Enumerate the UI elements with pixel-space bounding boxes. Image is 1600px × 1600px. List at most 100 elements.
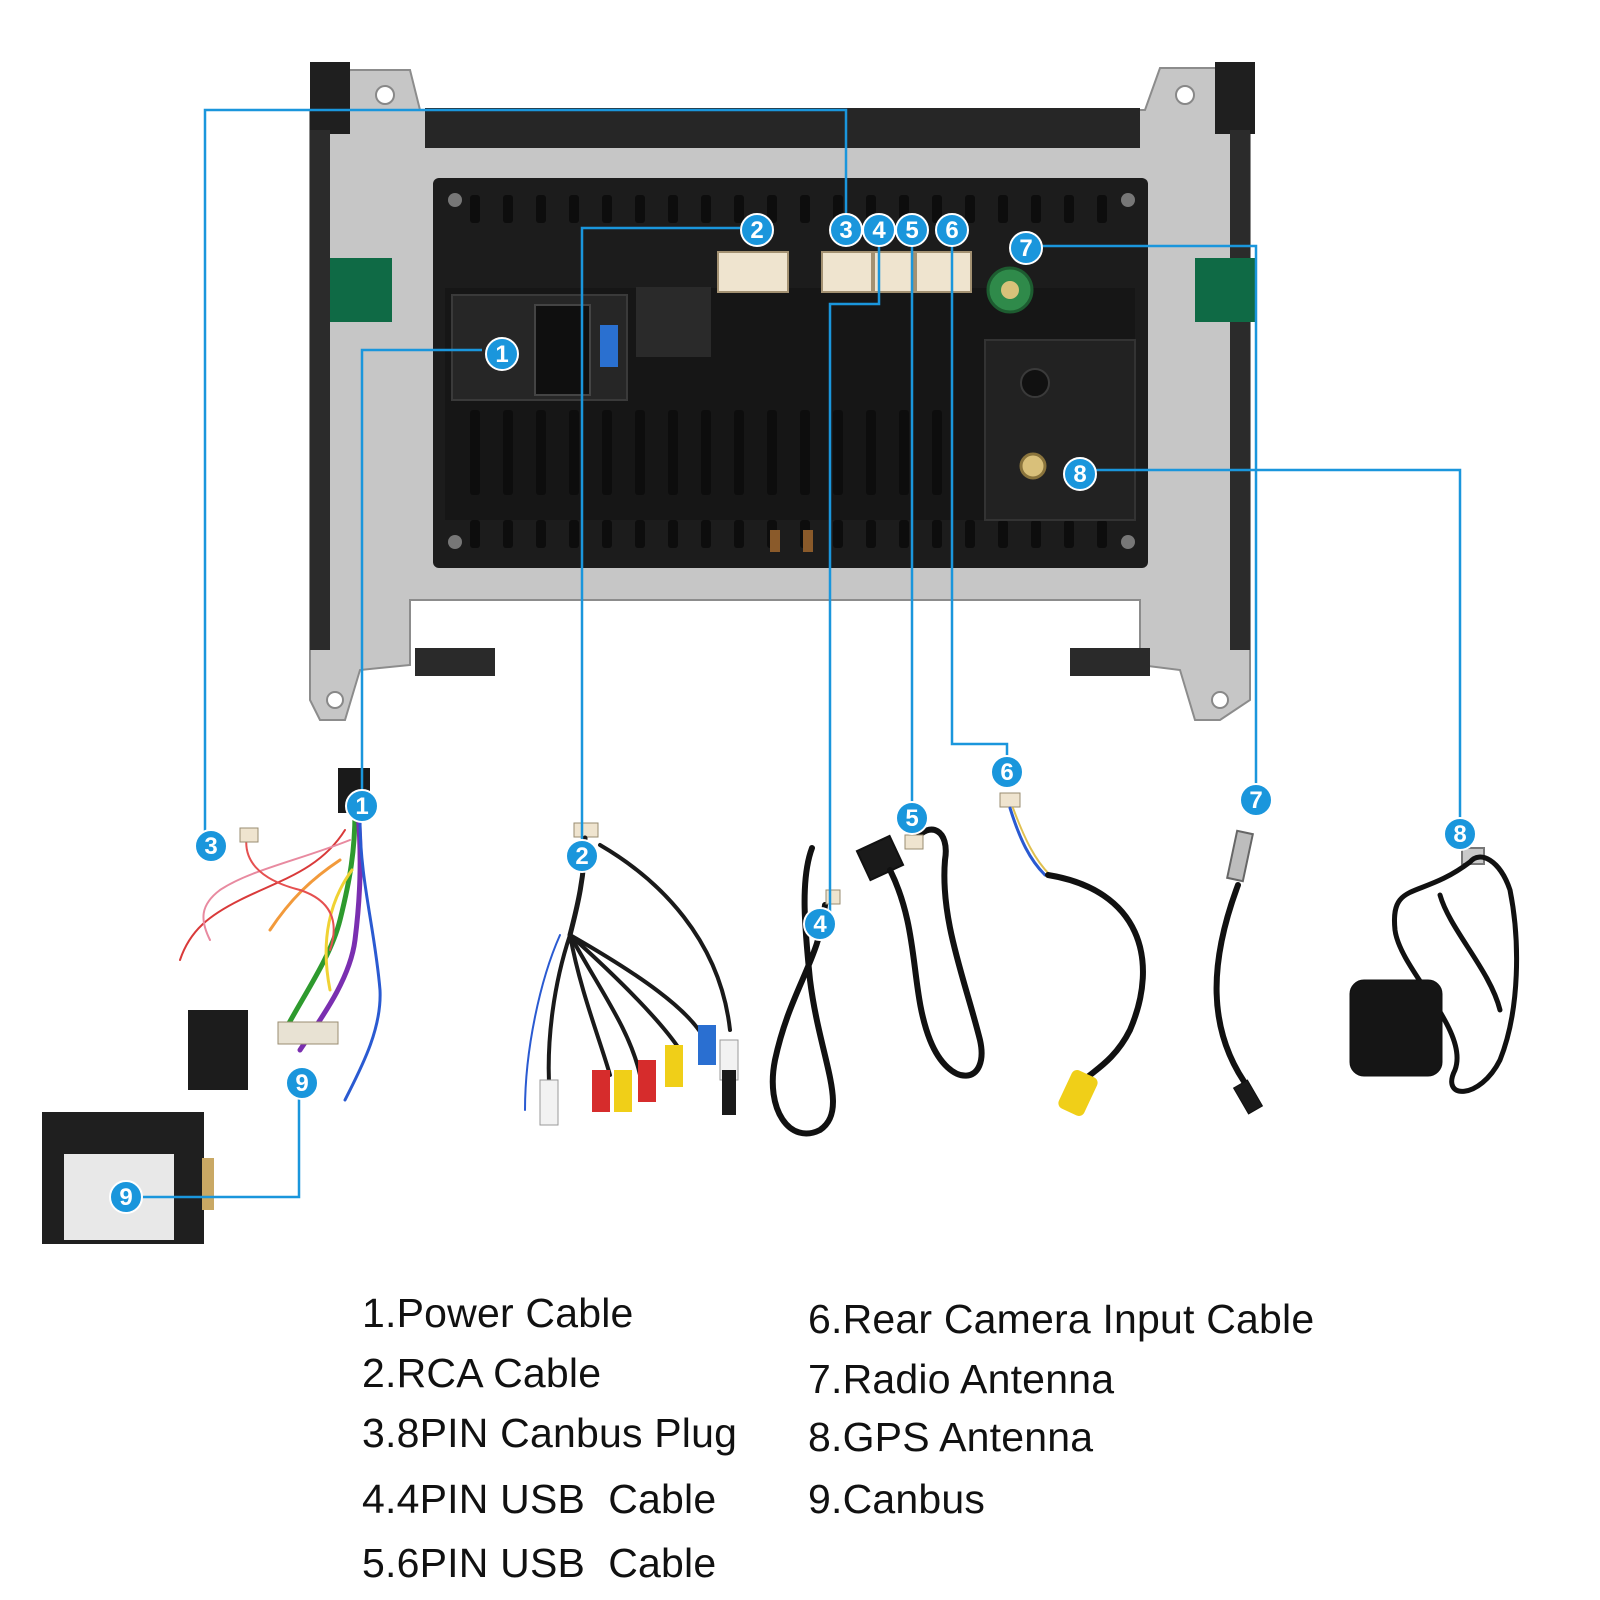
cooling-fin: [1097, 195, 1107, 223]
mic-plug: [722, 1070, 736, 1115]
cooling-fin: [965, 520, 975, 548]
cooling-fin: [932, 410, 942, 495]
cooling-fin: [701, 410, 711, 495]
screw: [1121, 193, 1135, 207]
cooling-fin: [866, 410, 876, 495]
bracket-hole: [375, 85, 395, 105]
cooling-fin: [668, 520, 678, 548]
iso-connector: [188, 1010, 248, 1090]
callout-line-1: [360, 348, 482, 790]
cooling-fin: [668, 195, 678, 223]
wire: [598, 843, 732, 1032]
cooling-fin: [569, 410, 579, 495]
bracket-hole: [1175, 85, 1195, 105]
wire: [1213, 882, 1253, 1093]
top-ledge: [425, 108, 1140, 148]
usb6-plug: [904, 834, 924, 850]
wire: [179, 829, 346, 961]
callout-number: 5: [905, 217, 918, 244]
callout-7-unit-badge: 7: [1009, 231, 1043, 265]
antenna-plug: [1225, 829, 1255, 883]
callout-number: 2: [575, 843, 588, 870]
cooling-fin: [833, 410, 843, 495]
radio-antenna: [1213, 829, 1264, 1115]
callout-number: 1: [495, 341, 508, 368]
cooling-fin: [470, 195, 480, 223]
bottom-clip: [415, 648, 495, 676]
wire: [343, 818, 382, 1102]
callout-line-3: [203, 108, 848, 842]
cooling-fin: [767, 195, 777, 223]
callout-6-cable-badge: 6: [990, 755, 1024, 789]
cooling-fin: [635, 520, 645, 548]
antenna-connector: [1232, 1079, 1264, 1115]
wire: [277, 809, 358, 1043]
rca-plug-red: [638, 1060, 656, 1102]
bottom-clip: [1070, 648, 1150, 676]
cooling-fin: [635, 195, 645, 223]
rear-camera-cable: [999, 792, 1146, 1116]
callout-4-cable-badge: 4: [803, 907, 837, 941]
rca-cable: [524, 822, 739, 1126]
wire: [568, 933, 682, 1052]
callout-circle: [1443, 817, 1477, 851]
callout-2-cable-badge: 2: [565, 839, 599, 873]
callout-9-harness-badge: 9: [285, 1066, 319, 1100]
callout-circle: [285, 1066, 319, 1100]
cooling-fin: [602, 195, 612, 223]
callout-line-7: [1026, 244, 1258, 800]
canbus-8pin-plug: [239, 827, 259, 843]
cooling-fin: [569, 195, 579, 223]
screw: [448, 535, 462, 549]
cooling-fin: [734, 195, 744, 223]
rca-plug-yellow: [614, 1070, 632, 1112]
callout-4-unit-badge: 4: [862, 213, 896, 247]
callout-circle: [935, 213, 969, 247]
callout-9-box-badge: 9: [109, 1180, 143, 1214]
cooling-fin: [503, 410, 513, 495]
cooling-fin: [1064, 195, 1074, 223]
callout-circle: [1239, 783, 1273, 817]
usb-female-port: [855, 834, 905, 882]
cooling-fin: [932, 520, 942, 548]
callout-number: 4: [872, 217, 886, 244]
callout-circle: [1063, 457, 1097, 491]
radio-antenna-jack-center: [1001, 281, 1019, 299]
cooling-fin: [536, 410, 546, 495]
copper-contact: [803, 530, 813, 552]
wire: [769, 845, 836, 1137]
gps-jack: [1019, 452, 1047, 480]
callout-3-cable-badge: 3: [194, 829, 228, 863]
cooling-fin: [503, 195, 513, 223]
cooling-fin: [1097, 520, 1107, 548]
rca-cable-plug: [573, 822, 599, 838]
wire: [887, 826, 985, 1079]
wire: [1012, 807, 1051, 876]
wire: [324, 868, 354, 992]
bracket-hole: [326, 691, 344, 709]
callout-circle: [895, 801, 929, 835]
bracket-hole: [1211, 691, 1229, 709]
ventilation-fan: [1020, 368, 1050, 398]
cooling-fin: [1031, 195, 1041, 223]
cooling-fin: [899, 410, 909, 495]
wire: [546, 933, 572, 1102]
gps-antenna: [1349, 847, 1520, 1094]
rca-plug-red: [592, 1070, 610, 1112]
callout-1-cable-badge: 1: [345, 789, 379, 823]
usb4-plug: [825, 889, 841, 905]
callout-5-cable-badge: 5: [895, 801, 929, 835]
callout-7-cable-badge: 7: [1239, 783, 1273, 817]
wire: [1391, 854, 1520, 1094]
cooling-fin: [998, 195, 1008, 223]
wire: [568, 933, 642, 1077]
side-tab-right: [1215, 62, 1255, 134]
cooling-fin: [701, 195, 711, 223]
side-rail-right: [1230, 130, 1250, 650]
wire: [568, 933, 707, 1042]
harness-plug: [277, 1021, 339, 1045]
aux-block: [636, 287, 711, 357]
cooling-fin: [635, 410, 645, 495]
cooling-fin: [602, 410, 612, 495]
